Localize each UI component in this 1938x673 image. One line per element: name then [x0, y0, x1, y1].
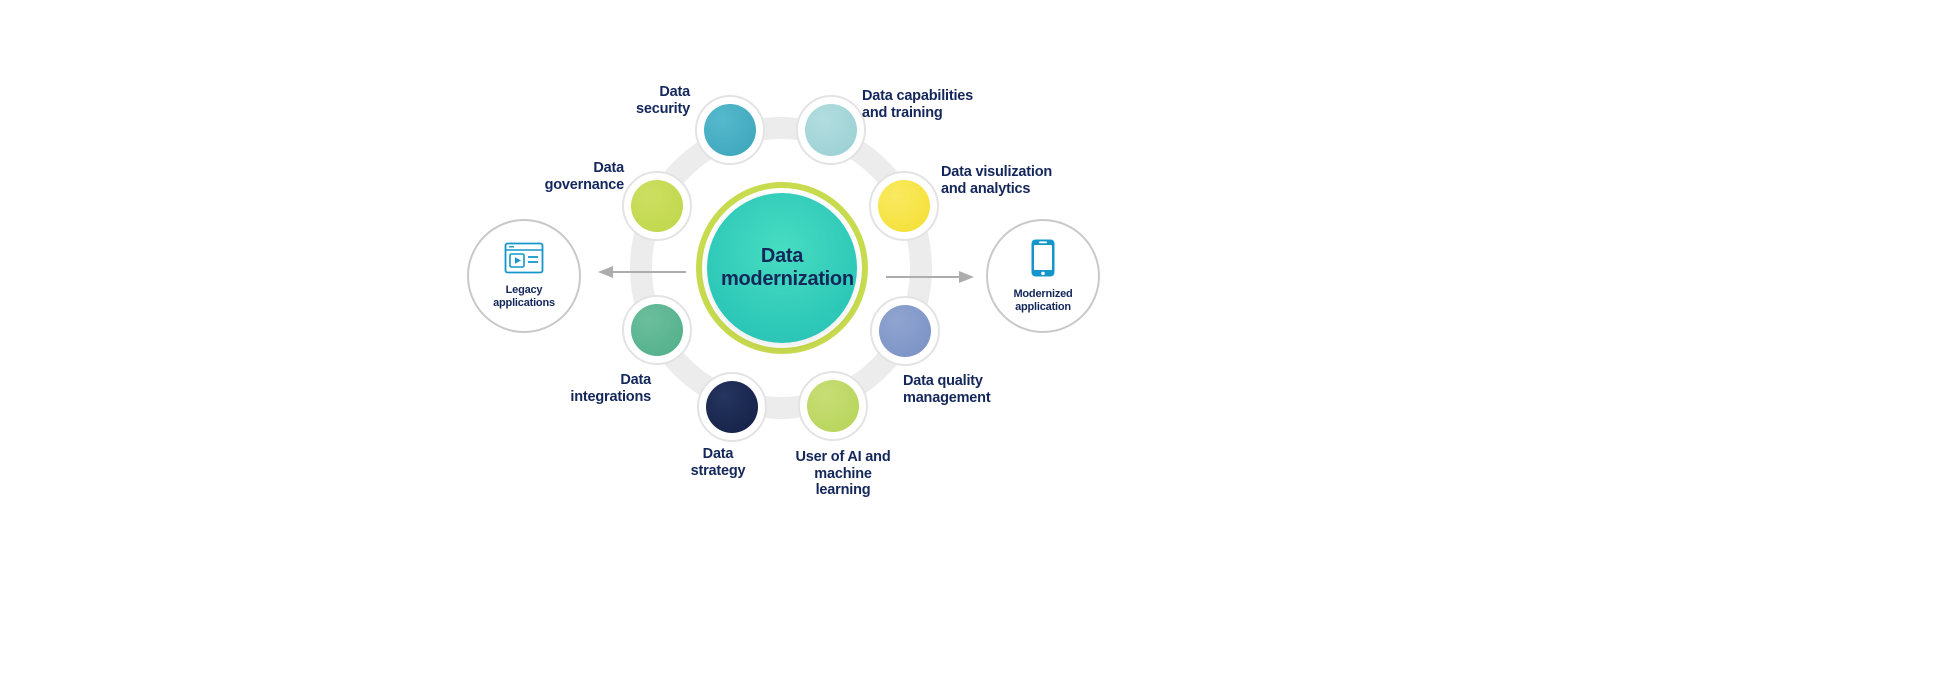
- data-strategy-circle: [706, 381, 758, 433]
- node-data-governance: [622, 171, 692, 241]
- data-quality-circle: [879, 305, 931, 357]
- data-capabilities-label: Data capabilities and training: [862, 88, 974, 121]
- arrow-left-icon: [598, 263, 688, 286]
- data-integrations-circle: [631, 304, 683, 356]
- data-security-circle: [704, 104, 756, 156]
- center-node-circle: Data modernization: [707, 193, 857, 343]
- node-data-quality: [870, 296, 940, 366]
- node-data-security: [695, 95, 765, 165]
- legacy-applications-node: Legacy applications: [467, 219, 581, 333]
- center-node-label: Data modernization: [721, 245, 854, 290]
- user-ai-label: User of AI and machine learning: [795, 449, 891, 499]
- arrow-right-icon: [884, 268, 974, 291]
- data-visualization-circle: [878, 180, 930, 232]
- modernized-application-node: Modernized application: [986, 219, 1100, 333]
- data-security-label: Data security: [635, 84, 690, 117]
- legacy-applications-label: Legacy applications: [493, 283, 555, 309]
- center-node: Data modernization: [696, 182, 868, 354]
- data-governance-label: Data governance: [544, 160, 625, 193]
- node-data-integrations: [622, 295, 692, 365]
- data-quality-label: Data quality management: [903, 373, 991, 406]
- node-data-visualization: [869, 171, 939, 241]
- node-user-ai: [798, 371, 868, 441]
- node-data-capabilities: [796, 95, 866, 165]
- data-integrations-label: Data integrations: [570, 372, 651, 405]
- modernized-application-label: Modernized application: [1013, 287, 1073, 313]
- smartphone-icon: [1030, 238, 1056, 283]
- data-governance-circle: [631, 180, 683, 232]
- data-strategy-label: Data strategy: [690, 446, 746, 479]
- browser-video-icon: [504, 242, 544, 279]
- user-ai-circle: [807, 380, 859, 432]
- data-capabilities-circle: [805, 104, 857, 156]
- data-visualization-label: Data visulization and analytics: [941, 164, 1053, 197]
- node-data-strategy: [697, 372, 767, 442]
